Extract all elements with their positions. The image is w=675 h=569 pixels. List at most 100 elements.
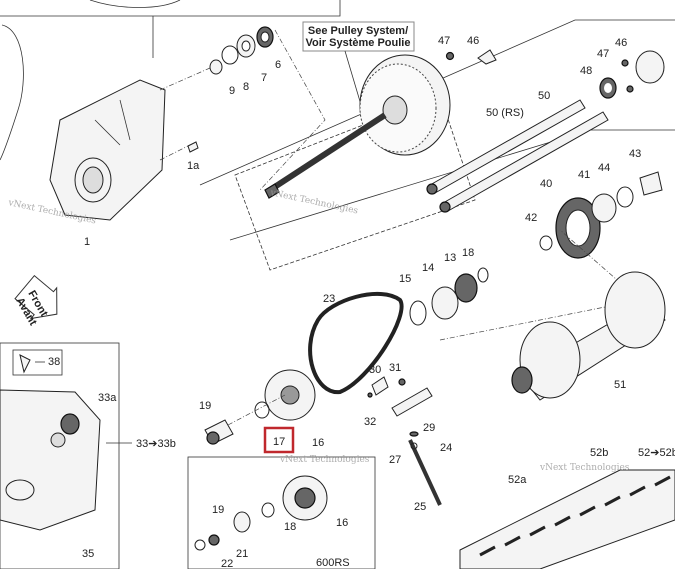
ring-17 (254, 401, 270, 419)
variant-label: 600RS (316, 557, 350, 569)
highlight-box-17 (263, 426, 295, 454)
nut-47b (621, 59, 629, 67)
watermark: vNext Technologies (279, 455, 370, 465)
arm-29 (391, 387, 433, 417)
seal-13 (454, 273, 478, 303)
label-7[interactable]: 7 (261, 72, 267, 84)
part-31 (398, 378, 406, 386)
label-44[interactable]: 44 (598, 162, 610, 174)
label-48[interactable]: 48 (580, 65, 592, 77)
label-25[interactable]: 25 (414, 501, 426, 513)
cover-inset-box (0, 342, 120, 569)
label-14[interactable]: 14 (422, 262, 434, 274)
label-18b[interactable]: 18 (284, 521, 296, 533)
ring-44 (616, 186, 634, 208)
ring-18b (261, 502, 275, 518)
label-15[interactable]: 15 (399, 273, 411, 285)
label-24[interactable]: 24 (440, 442, 452, 454)
chaincase-cover-33 (0, 389, 101, 531)
label-33a[interactable]: 33a (98, 392, 117, 404)
label-8[interactable]: 8 (243, 81, 249, 93)
label-46[interactable]: 46 (467, 35, 479, 47)
label-1[interactable]: 1 (84, 236, 90, 248)
label-29[interactable]: 29 (423, 422, 435, 434)
label-47[interactable]: 47 (438, 35, 450, 47)
shaft-end (264, 183, 280, 199)
label-38[interactable]: 38 (48, 356, 60, 368)
label-52-range[interactable]: 52➔52b (638, 447, 675, 459)
label-21[interactable]: 21 (236, 548, 248, 560)
label-43[interactable]: 43 (629, 148, 641, 160)
label-16[interactable]: 16 (312, 437, 324, 449)
flange-46 (635, 50, 665, 84)
drive-shafts (426, 99, 609, 213)
belt-outline (0, 24, 24, 161)
ring-18 (477, 267, 489, 283)
bearing-14 (431, 286, 459, 320)
label-40[interactable]: 40 (540, 178, 552, 190)
clip-24 (410, 442, 418, 450)
label-19b[interactable]: 19 (212, 504, 224, 516)
part-32 (367, 392, 373, 398)
bearing-stack (209, 26, 274, 75)
ring-22 (194, 539, 206, 551)
nut-47c (626, 85, 634, 93)
track-52 (459, 469, 675, 569)
label-19[interactable]: 19 (199, 400, 211, 412)
label-31[interactable]: 31 (389, 362, 401, 374)
label-46[interactable]: 46 (615, 37, 627, 49)
nut-47 (445, 51, 455, 61)
chain-23 (308, 291, 404, 395)
nut-21 (208, 534, 220, 546)
label-42[interactable]: 42 (525, 212, 537, 224)
label-32[interactable]: 32 (364, 416, 376, 428)
label-23[interactable]: 23 (323, 293, 335, 305)
label-52a[interactable]: 52a (508, 474, 527, 486)
shaft-group-frame-lower (229, 129, 675, 241)
label-35[interactable]: 35 (82, 548, 94, 560)
rod-25 (408, 439, 442, 506)
clip-inset-box (12, 349, 63, 376)
bushing-43 (639, 171, 663, 196)
label-52b[interactable]: 52b (590, 447, 608, 459)
see-pulley-callout (302, 21, 415, 52)
label-9[interactable]: 9 (229, 85, 235, 97)
label-51[interactable]: 51 (614, 379, 626, 391)
label-50[interactable]: 50 (538, 90, 550, 102)
watermark: vNext Technologies (268, 188, 359, 217)
label-50-rs[interactable]: 50 (RS) (486, 107, 524, 119)
label-13[interactable]: 13 (444, 252, 456, 264)
bearing-41 (591, 193, 617, 223)
chaincase-housing (49, 79, 166, 221)
label-22[interactable]: 22 (221, 558, 233, 569)
front-arrow-icon: Front Avant (13, 274, 58, 328)
callout-numbers: 9 8 7 6 1a 1 47 46 46 47 48 50 50 (RS) 4… (48, 35, 675, 569)
label-47[interactable]: 47 (597, 48, 609, 60)
variant-600rs-box (187, 456, 376, 569)
oring-42 (539, 235, 553, 251)
drive-axle-51 (511, 271, 666, 401)
watermark: vNext Technologies (539, 463, 630, 473)
label-33-range[interactable]: 33➔33b (136, 438, 176, 450)
bushing-19b (233, 511, 251, 533)
callout-line2[interactable]: Voir Système Poulie (306, 37, 411, 49)
bolt-1a (187, 141, 199, 153)
ring-15 (409, 300, 427, 326)
label-18[interactable]: 18 (462, 247, 474, 259)
ring-27 (409, 431, 419, 437)
label-1a[interactable]: 1a (187, 160, 200, 172)
part-30 (371, 376, 389, 396)
shaft-group-frame (199, 19, 675, 186)
label-27[interactable]: 27 (389, 454, 401, 466)
label-6[interactable]: 6 (275, 59, 281, 71)
label-16b[interactable]: 16 (336, 517, 348, 529)
clip-38 (19, 354, 31, 374)
top-frame (0, 0, 341, 17)
label-41[interactable]: 41 (578, 169, 590, 181)
bracket-46 (477, 49, 497, 65)
callout-line1[interactable]: See Pulley System/ (308, 25, 408, 37)
label-17[interactable]: 17 (273, 436, 285, 448)
label-30[interactable]: 30 (369, 364, 381, 376)
